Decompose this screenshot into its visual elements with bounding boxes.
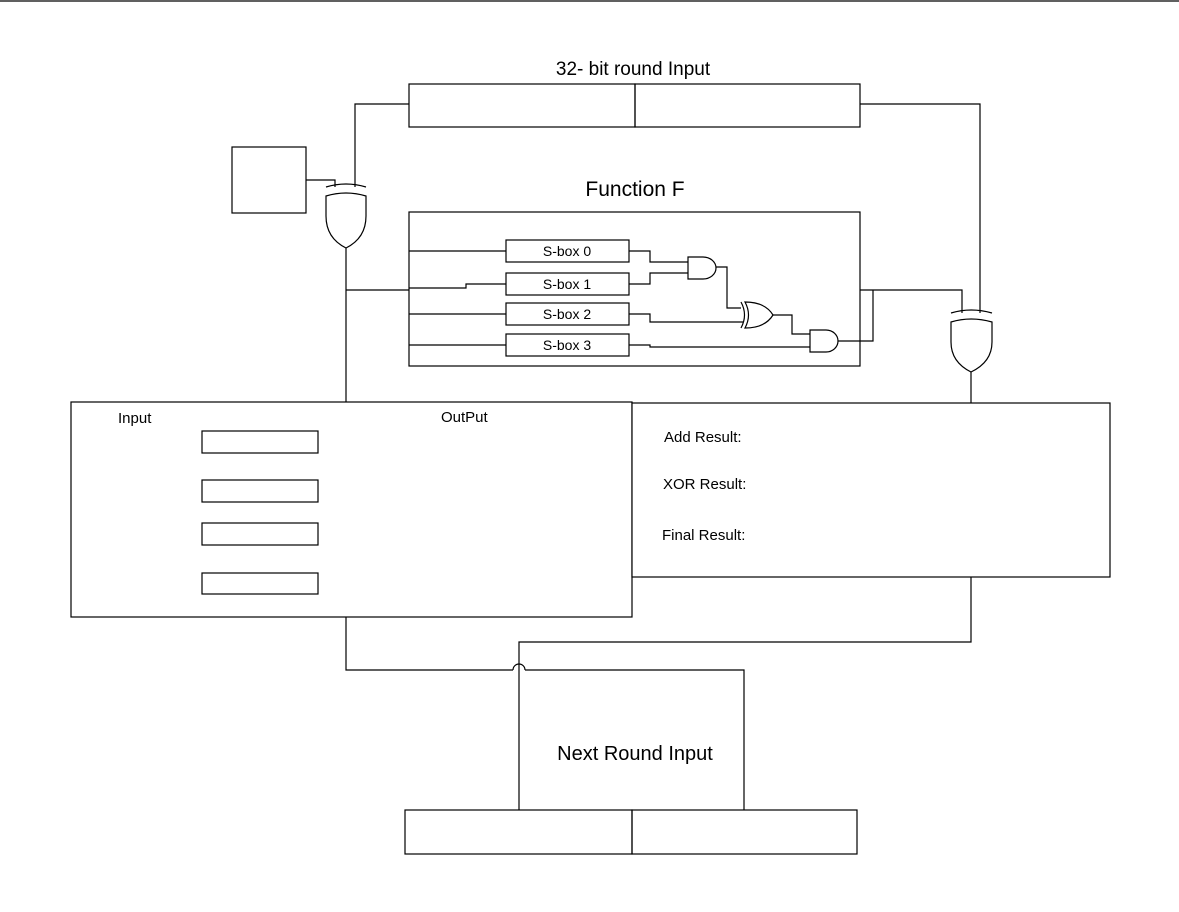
input-field-1[interactable]	[201, 430, 319, 454]
and-gate-2	[809, 329, 839, 353]
sbox-0: S-box 0	[505, 239, 630, 263]
xor-gate-right	[950, 309, 993, 373]
input-field-2[interactable]	[201, 479, 319, 503]
round-input-title: 32- bit round Input	[556, 59, 711, 80]
input-output-panel	[70, 401, 633, 618]
xor-gate-left	[325, 183, 367, 249]
sbox-1-label: S-box 1	[543, 276, 591, 292]
round-input-register	[408, 83, 861, 128]
next-round-right-half	[631, 809, 858, 855]
round-input-right-half	[634, 83, 861, 128]
output-label: OutPut	[441, 409, 489, 426]
function-f-block	[408, 211, 861, 367]
sbox-1: S-box 1	[505, 272, 630, 296]
sbox-2-label: S-box 2	[543, 306, 591, 322]
results-panel	[631, 402, 1111, 578]
input-fields	[201, 430, 319, 595]
xor-gate-inner	[740, 301, 774, 329]
final-result-label: Final Result:	[662, 527, 745, 544]
next-round-left-half	[404, 809, 633, 855]
sbox-3-label: S-box 3	[543, 337, 591, 353]
add-result-label: Add Result:	[664, 429, 742, 446]
sbox-0-label: S-box 0	[543, 243, 591, 259]
round-input-left-half	[408, 83, 636, 128]
key-box	[231, 146, 307, 214]
function-f-title: Function F	[585, 178, 684, 201]
input-label: Input	[118, 410, 152, 427]
sbox-2: S-box 2	[505, 302, 630, 326]
input-field-3[interactable]	[201, 522, 319, 546]
sbox-3: S-box 3	[505, 333, 630, 357]
input-field-4[interactable]	[201, 572, 319, 595]
next-round-register	[404, 809, 858, 855]
and-gate-1	[687, 256, 717, 280]
xor-result-label: XOR Result:	[663, 476, 746, 493]
function-f-wires	[409, 250, 874, 348]
next-round-title: Next Round Input	[557, 743, 713, 765]
